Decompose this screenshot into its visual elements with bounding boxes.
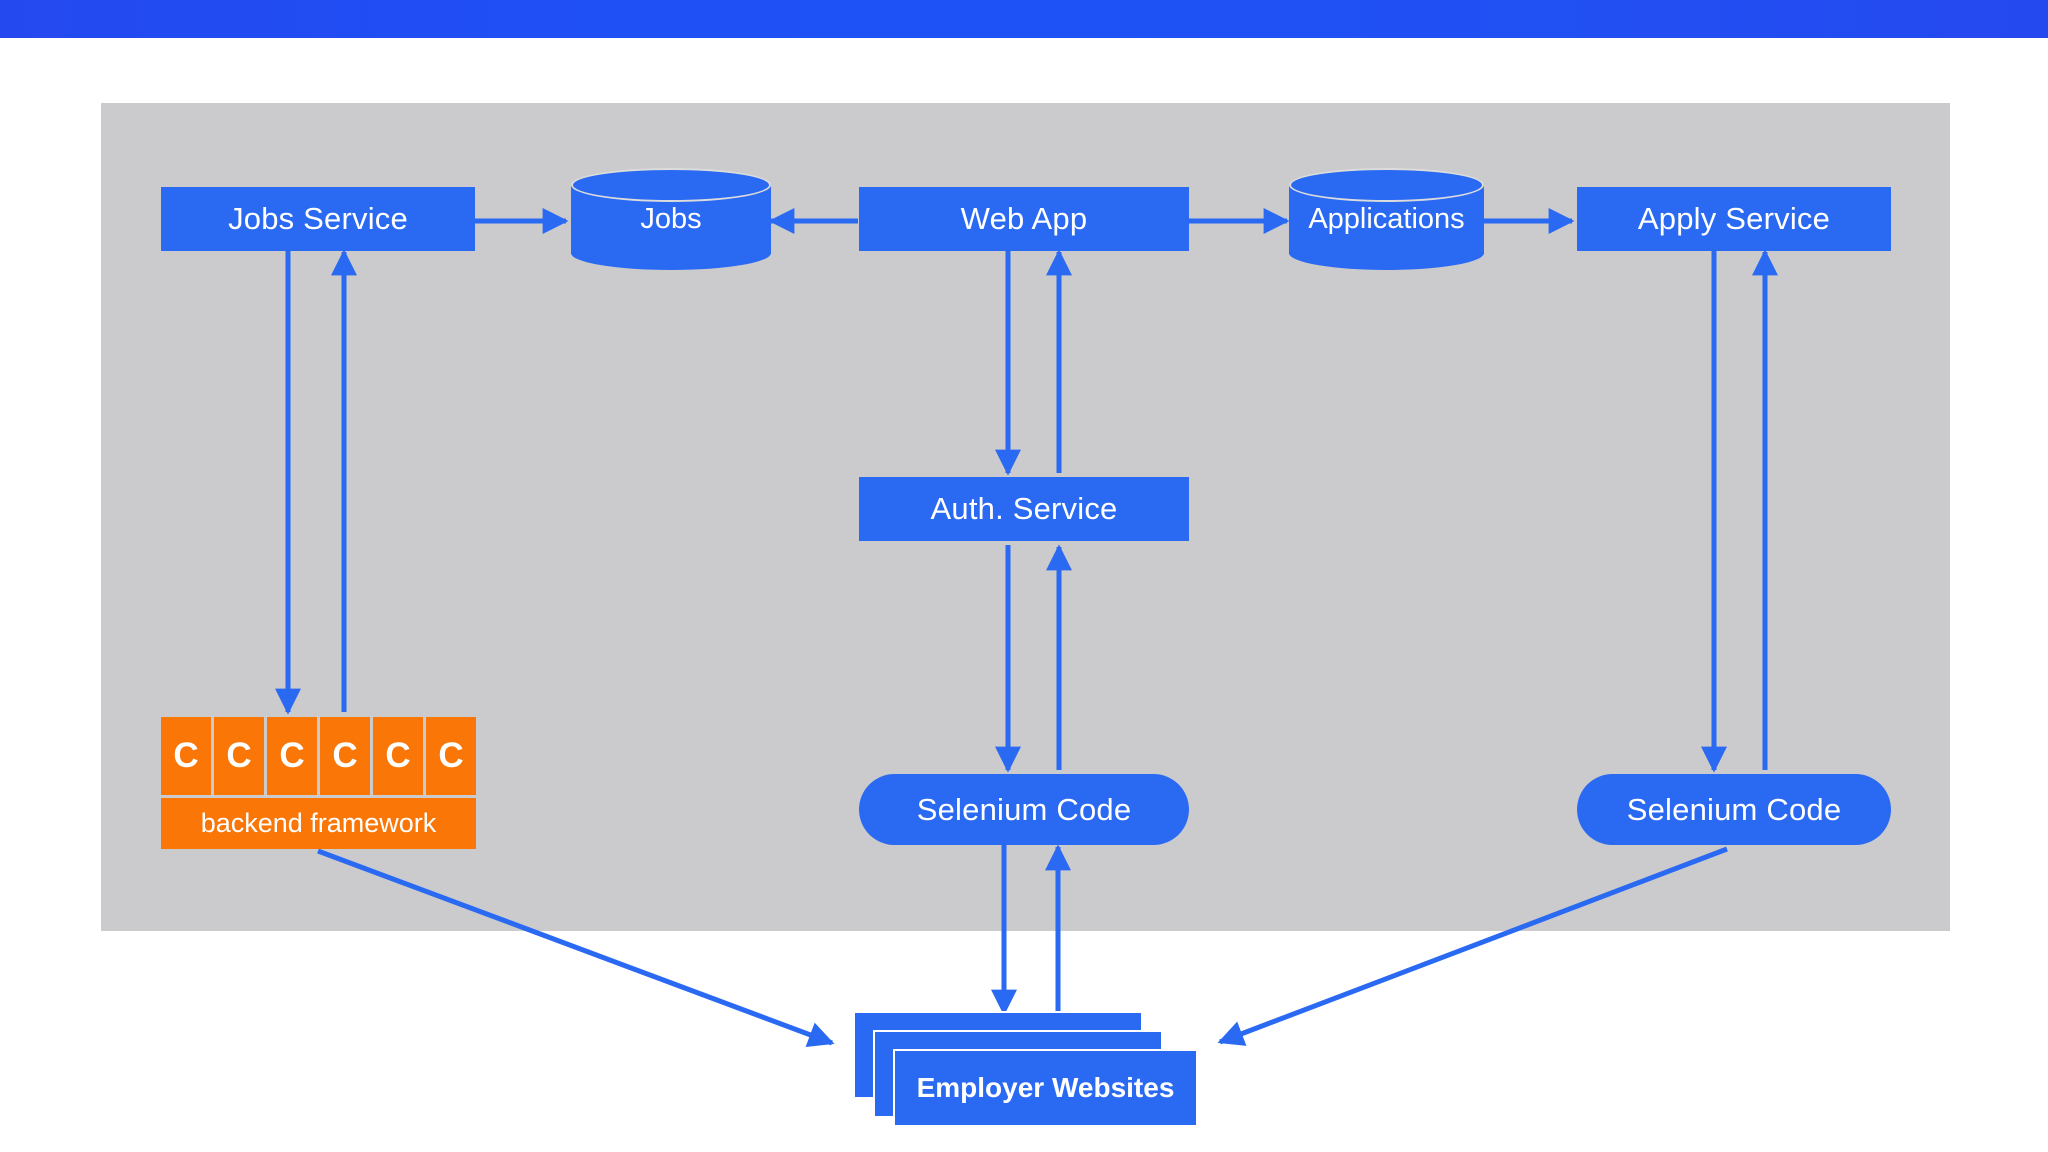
employer-websites-card-front[interactable]: Employer Websites: [893, 1049, 1198, 1127]
node-employer-websites-label: Employer Websites: [916, 1072, 1175, 1103]
node-apply-service[interactable]: Apply Service: [1577, 187, 1891, 251]
node-jobs-service[interactable]: Jobs Service: [161, 187, 475, 251]
node-selenium-code-right-label: Selenium Code: [1626, 791, 1842, 827]
framework-cell[interactable]: C: [320, 717, 370, 795]
node-web-app[interactable]: Web App: [859, 187, 1189, 251]
node-auth-service[interactable]: Auth. Service: [859, 477, 1189, 541]
node-applications-database-label: Applications: [1308, 202, 1465, 235]
node-selenium-code-right[interactable]: Selenium Code: [1577, 774, 1891, 845]
node-auth-service-label: Auth. Service: [930, 491, 1118, 526]
node-web-app-label: Web App: [960, 201, 1088, 236]
node-apply-service-label: Apply Service: [1637, 201, 1831, 236]
cylinder-top-ellipse: [571, 168, 771, 202]
framework-cell[interactable]: C: [426, 717, 476, 795]
backend-framework-cells: C C C C C C: [161, 717, 476, 795]
node-employer-websites[interactable]: Employer Websites: [853, 1011, 1198, 1127]
framework-cell[interactable]: C: [214, 717, 264, 795]
node-jobs-service-label: Jobs Service: [228, 201, 408, 236]
framework-cell[interactable]: C: [373, 717, 423, 795]
framework-cell[interactable]: C: [161, 717, 211, 795]
cylinder-top-ellipse: [1289, 168, 1484, 202]
node-selenium-code-center-label: Selenium Code: [916, 791, 1132, 827]
node-applications-database[interactable]: Applications: [1289, 168, 1484, 270]
backend-framework-label: backend framework: [161, 798, 476, 849]
framework-cell[interactable]: C: [267, 717, 317, 795]
node-jobs-database-label: Jobs: [640, 202, 702, 235]
top-banner: [0, 0, 2048, 38]
node-jobs-database[interactable]: Jobs: [571, 168, 771, 270]
node-backend-framework[interactable]: C C C C C C backend framework: [161, 717, 476, 849]
node-selenium-code-center[interactable]: Selenium Code: [859, 774, 1189, 845]
